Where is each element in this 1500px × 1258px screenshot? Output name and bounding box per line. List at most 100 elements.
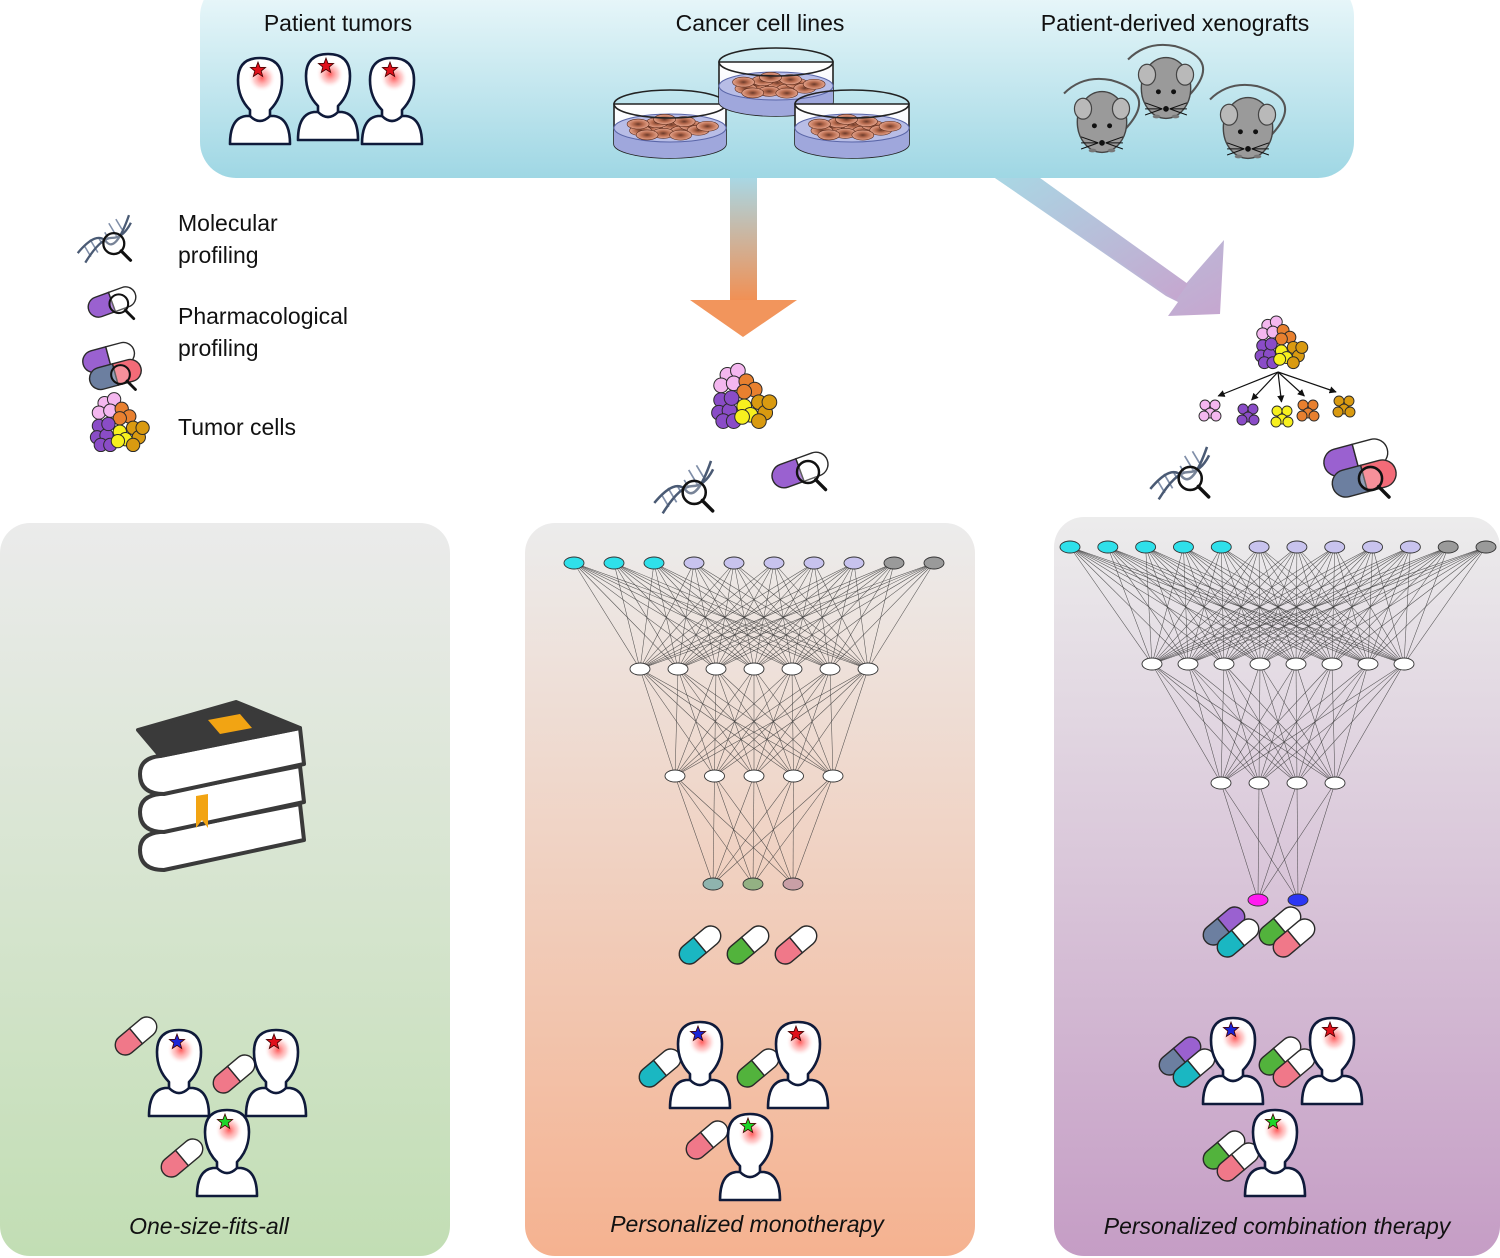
panel3-patient-2	[1300, 1016, 1364, 1106]
combination-network-node-l1-0	[1141, 657, 1163, 671]
combination-network-node-l0-4	[1210, 540, 1232, 554]
combination-network-node-l0-6	[1286, 540, 1308, 554]
combination-network-node-l2-0	[1210, 776, 1232, 790]
combination-network-node-l2-3	[1324, 776, 1346, 790]
monotherapy-network-node-l1-5	[819, 662, 841, 676]
panel1-capsule-2	[212, 1054, 256, 1094]
legend-drug-pair-magnifier-icon-magnifier	[110, 364, 137, 391]
personalized-monotherapy-title: Personalized monotherapy	[610, 1211, 884, 1237]
combination-network-node-l0-2	[1135, 540, 1157, 554]
monotherapy-network-node-l0-5	[763, 556, 785, 570]
one-size-fits-all-title: One-size-fits-all	[129, 1213, 289, 1239]
combination-tumor-cells-icon	[1254, 315, 1309, 370]
tumor-subclone-2	[1236, 403, 1260, 426]
monotherapy-dna-magnifier-icon	[653, 460, 715, 515]
monotherapy-network-node-l1-4	[781, 662, 803, 676]
panel-one-size-fits-all	[0, 523, 450, 1256]
legend-tumor-cells-icon	[89, 392, 150, 453]
monotherapy-network-node-l0-1	[603, 556, 625, 570]
combination-drug-pair-magnifier-icon	[1323, 438, 1397, 499]
personalized-combination-therapy-title: Personalized combination therapy	[1103, 1213, 1451, 1239]
combination-network-node-l1-5	[1321, 657, 1343, 671]
tumor-subclone-5	[1332, 395, 1356, 418]
monotherapy-network-node-l0-0	[563, 556, 585, 570]
monotherapy-network-node-l2-2	[743, 769, 765, 783]
panel3-patient-3	[1243, 1108, 1307, 1198]
monotherapy-network-node-l1-2	[705, 662, 727, 676]
monotherapy-network-node-l2-3	[783, 769, 804, 783]
monotherapy-network-node-l1-0	[629, 662, 651, 676]
legend-pharmacological-profiling-label: Pharmacological profiling	[178, 303, 349, 361]
monotherapy-network-node-l1-6	[857, 662, 879, 676]
combination-network-node-l1-4	[1285, 657, 1307, 671]
panel3-patient-1	[1201, 1016, 1265, 1106]
xenograft-mouse-left	[1063, 77, 1141, 154]
monotherapy-network-node-l0-7	[843, 556, 865, 570]
combination-network	[1059, 540, 1497, 907]
combination-drug-pair-magnifier-icon-magnifier	[1357, 465, 1391, 499]
combination-network-node-l0-5	[1248, 540, 1270, 554]
panel1-capsule-1	[114, 1016, 158, 1056]
panel1-patient-1	[147, 1028, 211, 1118]
combination-network-node-l2-1	[1248, 776, 1270, 790]
panel3-drug-pair-2-b	[1272, 1048, 1316, 1088]
combination-network-node-l1-2	[1213, 657, 1235, 671]
culture-dish-right	[794, 89, 910, 159]
monotherapy-network-node-l0-6	[803, 556, 825, 570]
legend-dna-magnifier-icon-magnifier	[102, 232, 133, 262]
combination-drug-pair-2	[1258, 906, 1316, 958]
culture-dish-middle	[718, 47, 834, 117]
source-patient-3	[360, 56, 424, 146]
panel2-capsule-2	[736, 1048, 780, 1088]
tumor-subclone-1	[1198, 399, 1222, 422]
panel3-drug-pair-1	[1158, 1036, 1216, 1088]
monotherapy-network-node-l3-2	[782, 877, 804, 891]
monotherapy-network-node-l2-1	[704, 769, 725, 783]
combination-network-node-l0-0	[1059, 540, 1081, 554]
combination-dna-magnifier-icon-magnifier	[1177, 465, 1211, 499]
xenograft-mouse-middle	[1127, 43, 1205, 120]
combination-network-node-l0-8	[1362, 540, 1383, 554]
panel1-patient-2	[244, 1028, 308, 1118]
combination-drug-pair-1	[1202, 906, 1260, 958]
legend-molecular-profiling-label: Molecular profiling	[178, 210, 278, 268]
monotherapy-network-node-l3-1	[742, 877, 764, 891]
combination-network-node-l3-0	[1247, 893, 1269, 907]
source-patient-2	[296, 52, 360, 142]
monotherapy-drug-cyan	[678, 925, 722, 965]
combination-dna-magnifier-icon	[1149, 446, 1211, 501]
combination-network-node-l0-11	[1475, 540, 1497, 554]
combination-network-node-l2-2	[1286, 776, 1308, 790]
monotherapy-network-node-l2-0	[664, 769, 686, 783]
panel2-capsule-3	[685, 1120, 729, 1160]
monotherapy-network-node-l0-9	[923, 556, 945, 570]
combination-network-node-l3-1	[1287, 893, 1309, 907]
monotherapy-network	[563, 556, 945, 891]
panel1-capsule-3	[160, 1138, 204, 1178]
legend-tumor-cells-label: Tumor cells	[178, 414, 296, 440]
monotherapy-network-node-l2-4	[822, 769, 844, 783]
monotherapy-network-node-l0-4	[723, 556, 745, 570]
monotherapy-network-node-l0-2	[643, 556, 665, 570]
panel3-drug-pair-2	[1258, 1036, 1316, 1088]
combination-network-node-l1-6	[1357, 657, 1379, 671]
arrow-to-combination	[995, 178, 1224, 316]
culture-dish-left	[613, 89, 727, 159]
combination-network-node-l0-9	[1399, 540, 1421, 554]
combination-network-node-l0-1	[1097, 540, 1119, 554]
combination-network-node-l0-3	[1173, 540, 1194, 554]
monotherapy-network-node-l3-0	[702, 877, 724, 891]
combination-network-node-l1-1	[1177, 657, 1199, 671]
patient-tumors-label: Patient tumors	[263, 10, 413, 36]
patient-derived-xenografts-label: Patient-derived xenografts	[1040, 10, 1310, 36]
panel2-patient-2	[766, 1020, 830, 1110]
cancer-cell-lines-label: Cancer cell lines	[675, 10, 845, 36]
monotherapy-drug-green	[726, 925, 770, 965]
legend-dna-magnifier-icon	[76, 214, 133, 264]
panel2-patient-3	[718, 1112, 782, 1202]
source-patient-1	[228, 56, 292, 146]
monotherapy-network-node-l0-8	[883, 556, 905, 570]
panel3-drug-pair-1-b	[1172, 1048, 1216, 1088]
tumor-subclone-split	[1198, 371, 1356, 428]
